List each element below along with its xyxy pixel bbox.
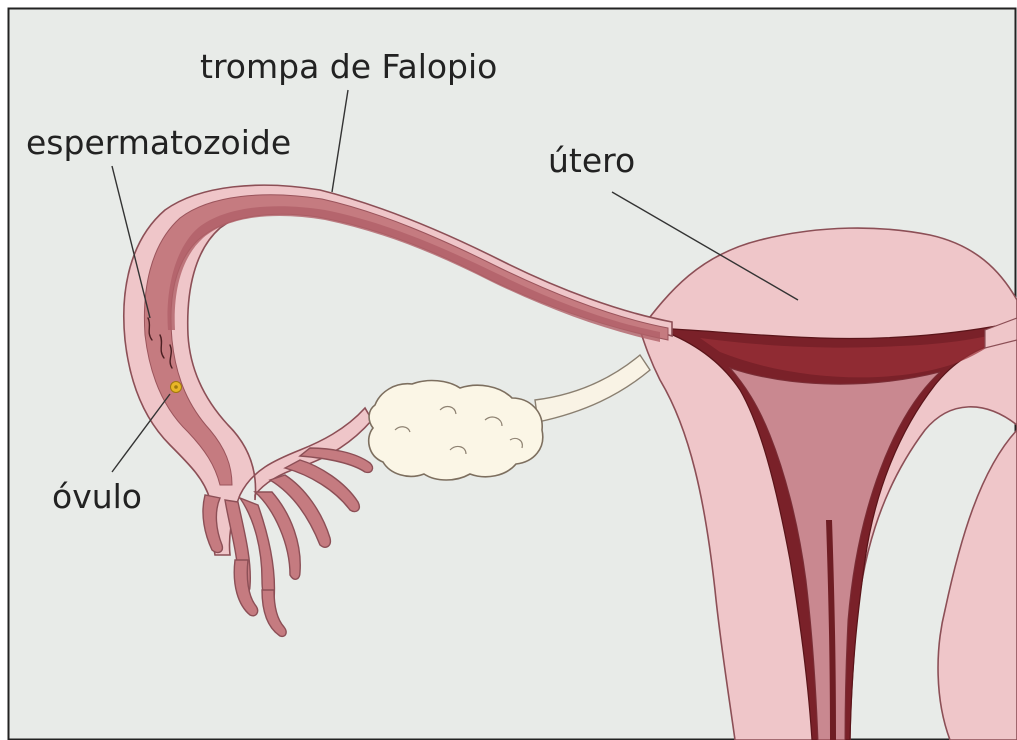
label-sperm: espermatozoide — [26, 123, 291, 162]
label-uterus: útero — [548, 141, 635, 180]
label-ovum: óvulo — [52, 477, 142, 516]
label-fallopian-tube: trompa de Falopio — [200, 47, 497, 86]
egg-cell-icon — [171, 382, 182, 393]
